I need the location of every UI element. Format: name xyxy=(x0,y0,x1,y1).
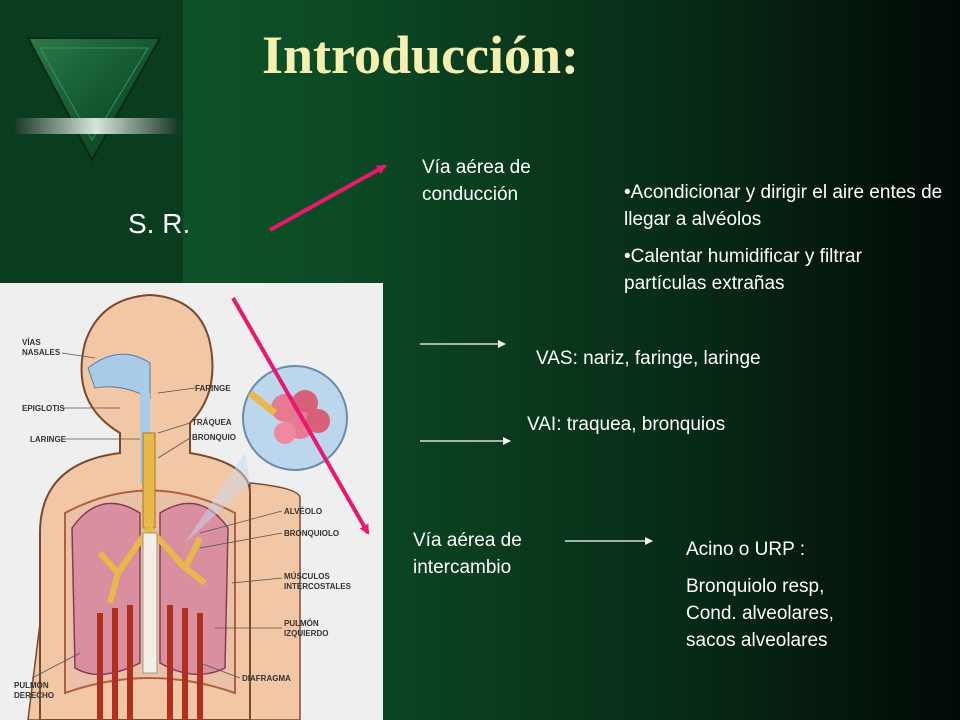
acino-line: Cond. alveolares, xyxy=(686,603,834,624)
label-pulmon-derecho-2: DERECHO xyxy=(14,691,54,700)
vai-text: VAI: traquea, bronquios xyxy=(527,414,726,435)
label-laringe: LARINGE xyxy=(30,435,67,444)
function-item: •Calentar humidificar y filtrar partícul… xyxy=(624,246,862,294)
function-item: •Acondicionar y dirigir el aire entes de… xyxy=(624,182,943,230)
conduction-arrow xyxy=(269,164,387,232)
functions-list: •Acondicionar y dirigir el aire entes de… xyxy=(624,179,944,297)
label-pulmon-izquierdo: PULMÓN xyxy=(284,619,319,628)
respiratory-illustration: VÍAS NASALES EPIGLOTIS LARINGE FARINGE T… xyxy=(0,283,383,720)
label-pulmon-izquierdo-2: IZQUIERDO xyxy=(284,629,328,638)
label-traquea: TRÁQUEA xyxy=(192,418,232,427)
exchange-heading-line-2: intercambio xyxy=(413,557,512,578)
acino-title: Acino o URP : xyxy=(686,539,805,560)
sr-label: S. R. xyxy=(128,208,191,239)
acino-line: Bronquiolo resp, xyxy=(686,576,825,597)
acino-block: Acino o URP : Bronquiolo resp, Cond. alv… xyxy=(686,536,834,654)
label-alveolo: ALVÉOLO xyxy=(284,507,322,516)
conduction-heading: Vía aérea de conducción xyxy=(422,154,531,208)
anatomy-drawing: VÍAS NASALES EPIGLOTIS LARINGE FARINGE T… xyxy=(14,293,352,720)
exchange-heading-line-1: Vía aérea de xyxy=(413,530,522,551)
vas-text: VAS: nariz, faringe, laringe xyxy=(536,348,761,369)
label-intercostales: INTERCOSTALES xyxy=(284,582,352,591)
exchange-heading: Vía aérea de intercambio xyxy=(413,527,522,581)
conduction-heading-line-1: Vía aérea de xyxy=(422,157,531,178)
label-faringe: FARINGE xyxy=(195,384,231,393)
logo xyxy=(0,0,183,283)
label-bronquio: BRONQUIO xyxy=(192,433,236,442)
label-musculos: MÚSCULOS xyxy=(284,572,330,581)
label-epiglotis: EPIGLOTIS xyxy=(22,404,65,413)
logo-emblem xyxy=(15,37,177,163)
slide-title: Introducción: xyxy=(262,25,580,85)
label-pulmon-derecho: PULMÓN xyxy=(14,681,49,690)
label-vias-nasales: VÍAS xyxy=(22,338,41,347)
acino-line: sacos alveolares xyxy=(686,630,828,651)
label-vias-nasales-2: NASALES xyxy=(22,348,61,357)
label-diafragma: DIAFRAGMA xyxy=(242,674,291,683)
acino-lines: Bronquiolo resp, Cond. alveolares, sacos… xyxy=(686,573,834,654)
label-bronquiolo: BRONQUIOLO xyxy=(284,529,339,538)
conduction-heading-line-2: conducción xyxy=(422,184,519,205)
